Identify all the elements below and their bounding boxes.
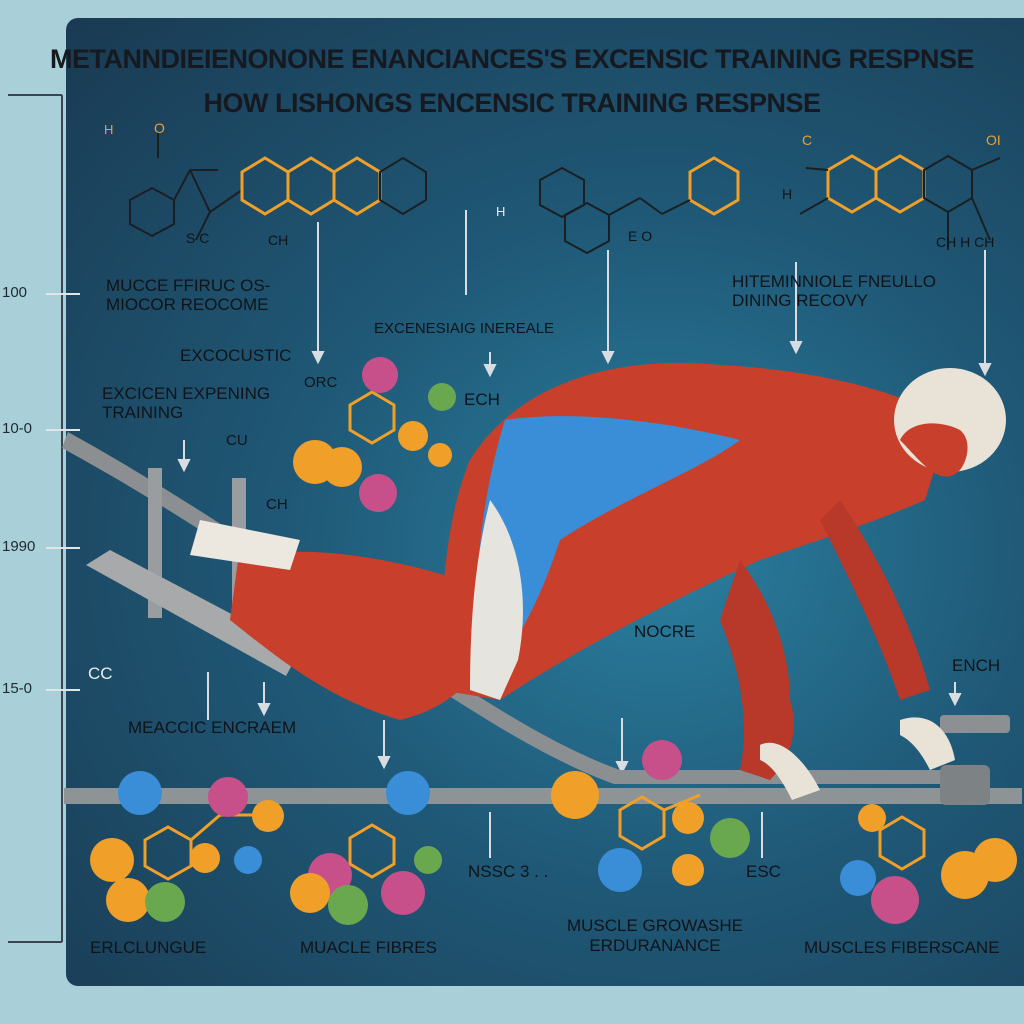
label-recovery: HITEMINNIOLE FNEULLO DINING RECOVY	[732, 272, 937, 310]
flow-arrows	[177, 210, 992, 858]
molecule-label-h-left: H	[104, 122, 114, 137]
label-cc: CC	[88, 664, 113, 683]
protein-clusters	[90, 357, 1017, 925]
label-orc: ORC	[304, 374, 338, 391]
molecule-label-c-top: C	[802, 132, 813, 148]
title-line-1: METANNDIEIENONONE ENANCIANCES'S EXCENSIC…	[49, 44, 975, 74]
label-excocustic: EXCOCUSTIC	[180, 346, 292, 365]
muscle-figure	[190, 362, 1006, 800]
label-nocre: NOCRE	[634, 622, 696, 641]
label-ech: ECH	[464, 390, 500, 409]
label-esc: ESC	[746, 862, 781, 881]
bottom-label-erlungue: ERLCLUNGUE	[90, 938, 207, 957]
molecule-label-h-right: H	[782, 186, 793, 202]
molecule-right	[799, 154, 1001, 250]
axis-tick-1: 100	[2, 284, 28, 301]
molecule-middle	[539, 156, 740, 255]
label-ch: CH	[266, 496, 288, 513]
label-meacc-encraem: MEACCIC ENCRAEM	[128, 718, 297, 737]
label-eccentric-innerale: EXCENESIAIG INEREALE	[374, 320, 555, 337]
axis-tick-2: 10-0	[2, 420, 33, 437]
bottom-label-muscle-growth: MUSCLE GROWASHE ERDURANANCE	[566, 916, 743, 955]
label-ench: ENCH	[952, 656, 1001, 675]
molecule-label-s-c: S C	[186, 230, 210, 246]
label-muscle-fibre-response: MUCCE FFIRUC OS- MIOCOR REOCOME	[106, 276, 271, 314]
molecule-label-h-mid: H	[496, 204, 506, 219]
title-line-2: HOW LISHONGS ENCENSIC TRAINING RESPNSE	[203, 88, 821, 118]
molecule-label-e-o: E O	[628, 228, 653, 244]
molecule-bonds	[143, 390, 926, 881]
molecule-label-ch-ch: CH H CH	[936, 234, 995, 250]
label-nssc: NSSC 3 . .	[468, 862, 549, 881]
molecule-label-ch-sub: CH	[268, 232, 289, 248]
molecule-label-o-top: O	[154, 120, 165, 136]
steroid-ring-orange	[240, 156, 427, 216]
label-eccentric-training: EXCICEN EXPENING TRAINING	[102, 384, 271, 422]
axis-tick-4: 15-0	[2, 680, 33, 697]
molecule-left	[129, 132, 243, 241]
label-cu: CU	[226, 432, 248, 449]
bottom-label-muscle-fibres: MUACLE FIBRES	[300, 938, 437, 957]
axis-tick-3: 1990	[2, 538, 36, 555]
bottom-label-muscles-fiberscane: MUSCLES FIBERSCANE	[804, 938, 1000, 957]
molecule-label-ol-right: OI	[986, 132, 1001, 148]
